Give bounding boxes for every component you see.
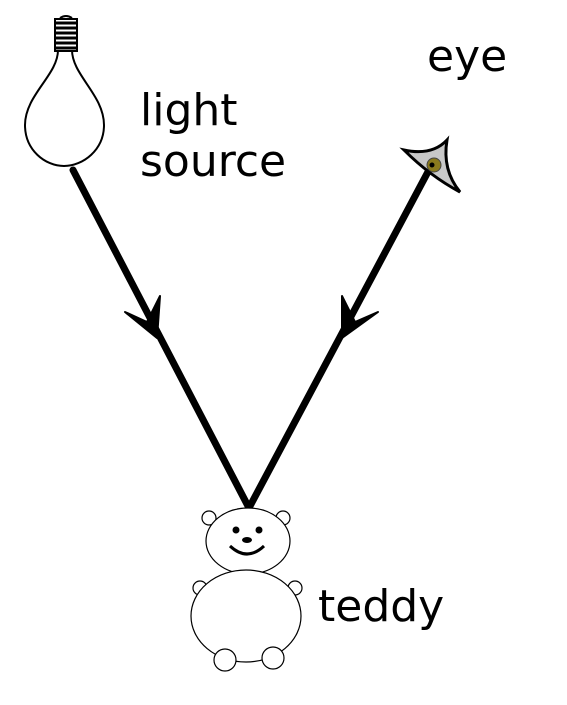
teddy-bear-icon	[190, 507, 303, 672]
light-source-label-line1: light	[140, 85, 238, 136]
light-source-label-line2: source	[140, 135, 287, 187]
reflected-ray	[245, 164, 434, 512]
incident-ray	[69, 166, 253, 512]
incident-ray-arrowhead	[124, 295, 161, 339]
eye-icon	[399, 135, 462, 194]
light-bulb-icon	[23, 15, 106, 168]
eye-label: eye	[427, 31, 508, 82]
reflected-ray-arrowhead	[341, 295, 379, 339]
teddy-label: teddy	[318, 581, 445, 632]
light-source-label: light source	[140, 85, 287, 187]
